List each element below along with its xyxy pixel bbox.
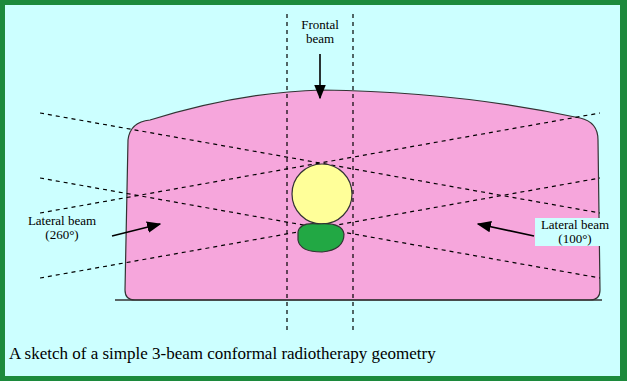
beam-arrows [112,54,534,236]
target-volume [292,164,352,224]
beam-label: Lateral beam (100°) [535,218,615,246]
couch-line [115,299,602,301]
patient-body [125,90,600,300]
organ-at-risk [298,224,344,252]
beam-label: Lateral beam (260°) [22,214,102,242]
beam-edges [40,14,600,334]
beam-label: Frontal beam [292,18,348,46]
figure-caption: A sketch of a simple 3-beam conformal ra… [9,344,436,364]
